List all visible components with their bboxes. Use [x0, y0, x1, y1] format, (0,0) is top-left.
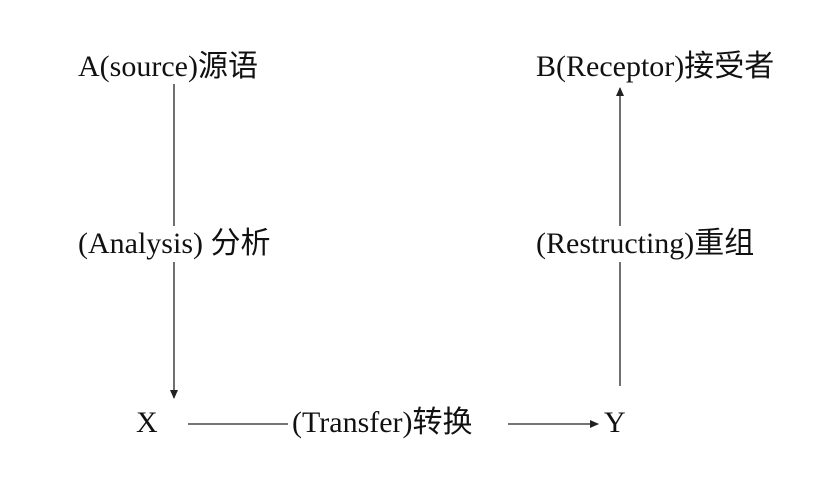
- analysis-step-label: (Analysis) 分析: [78, 227, 271, 260]
- x-node-label: X: [136, 406, 158, 439]
- restructuring-step-label: (Restructing)重组: [536, 227, 755, 260]
- source-node-label: A(source)源语: [78, 50, 258, 83]
- transfer-step-label: (Transfer)转换: [292, 406, 473, 439]
- y-node-label: Y: [604, 406, 626, 439]
- receptor-node-label: B(Receptor)接受者: [536, 50, 775, 83]
